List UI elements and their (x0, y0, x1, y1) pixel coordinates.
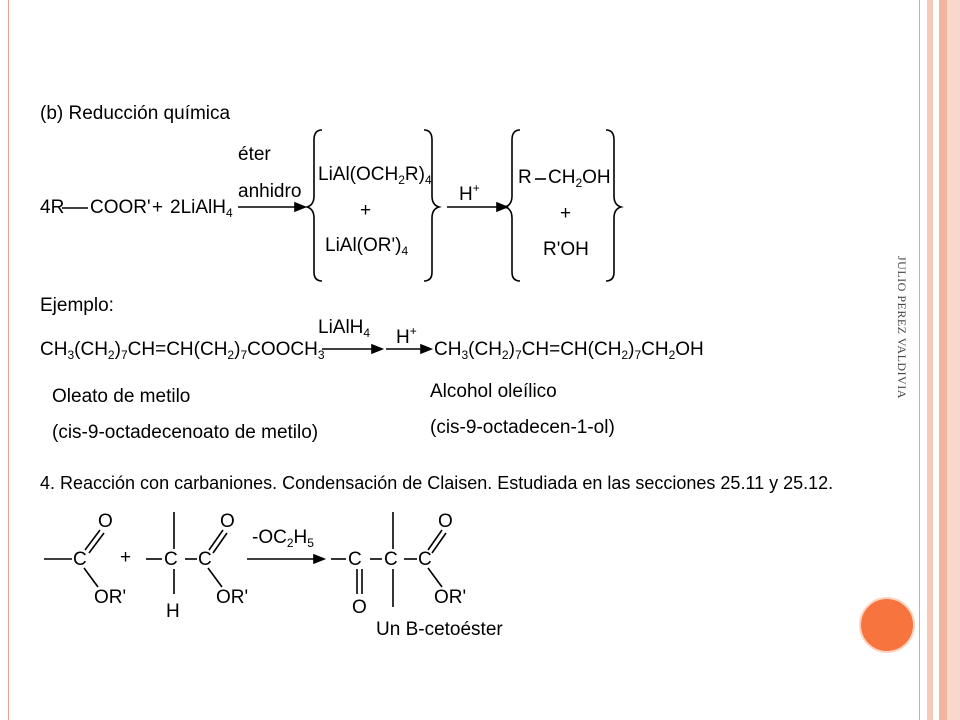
product-ch2oh: CH2OH (548, 167, 611, 190)
claisen-co-1a (84, 529, 101, 551)
reactant-common-name: Oleato de metilo (52, 386, 191, 407)
claisen-prod-cor (427, 567, 443, 588)
claisen-c-2b: C (198, 549, 212, 570)
claisen-prod-o-top: O (438, 511, 453, 532)
product-plus: + (560, 203, 572, 224)
claisen-prod-c2: C (384, 549, 398, 570)
author-vertical-label: JULIO PEREZ VALDIVIA (895, 256, 909, 399)
brace-int-left (304, 129, 323, 282)
claisen-co-2a (208, 529, 224, 551)
product-r-oh: R'OH (543, 239, 589, 260)
example-acid: H+ (396, 324, 417, 348)
claisen-co-1b (88, 532, 105, 554)
arrow-example-2-head (420, 343, 434, 355)
plus-1: + (152, 197, 164, 218)
claisen-o-2: O (220, 511, 235, 532)
condition-eter: éter (238, 144, 271, 165)
claisen-h: H (166, 601, 180, 622)
brace-prod-right (605, 129, 624, 282)
claisen-prod-co-b (431, 532, 447, 554)
claisen-plus: + (120, 547, 132, 568)
product-common-name: Alcohol oleílico (430, 381, 557, 402)
reactant-iupac-name: (cis-9-octadecenoato de metilo) (52, 422, 319, 443)
slide-frame (8, 0, 920, 720)
decorative-side-stripes (921, 0, 960, 720)
claisen-prod-o-bottom: O (352, 597, 367, 618)
reactant-lialh4: 2LiAlH4 (170, 197, 233, 220)
arrow-acid-head (496, 201, 510, 213)
methyl-oleate-formula: CH3(CH2)7CH=CH(CH2)7COOCH3 (40, 339, 325, 362)
brace-prod-left (502, 129, 521, 282)
acid-catalyst: H+ (459, 181, 480, 205)
arrow-claisen-head (313, 553, 327, 565)
section-4-title: 4. Reacción con carbaniones. Condensació… (40, 473, 834, 493)
example-label: Ejemplo: (40, 295, 114, 316)
claisen-reagent: -OC2H5 (252, 527, 314, 550)
claisen-cor-2 (207, 567, 223, 588)
reactant-r: 4R (40, 197, 65, 218)
condition-anhidro: anhidro (238, 181, 302, 202)
claisen-cor-1 (83, 567, 99, 588)
intermediate-1: LiAl(OCH2R)4 (318, 164, 432, 187)
claisen-prod-c3: C (418, 549, 432, 570)
product-iupac-name: (cis-9-octadecen-1-ol) (430, 417, 615, 438)
arrow-example-1-head (371, 343, 385, 355)
claisen-or-2: OR' (216, 587, 249, 608)
claisen-c-2a: C (164, 549, 178, 570)
intermediate-2: LiAl(OR')4 (325, 235, 409, 258)
claisen-prod-c1: C (348, 549, 362, 570)
section-b-title: (b) Reducción química (40, 103, 231, 124)
claisen-or-1: OR' (94, 587, 127, 608)
claisen-prod-or: OR' (434, 587, 467, 608)
claisen-product-name: Un B-cetoéster (376, 619, 503, 640)
claisen-prod-co-a (427, 529, 443, 551)
claisen-o-1: O (98, 511, 113, 532)
oleyl-alcohol-formula: CH3(CH2)7CH=CH(CH2)7CH2OH (434, 339, 704, 362)
intermediate-plus: + (360, 200, 372, 221)
reactant-ester: COOR' (90, 197, 151, 218)
claisen-co-2b (212, 532, 228, 554)
decorative-orange-circle (859, 597, 915, 653)
product-r: R (518, 167, 532, 188)
example-reagent: LiAlH4 (318, 317, 371, 340)
claisen-c-1: C (73, 549, 87, 570)
arrow-ether-head (294, 201, 308, 213)
brace-int-right (423, 129, 442, 282)
